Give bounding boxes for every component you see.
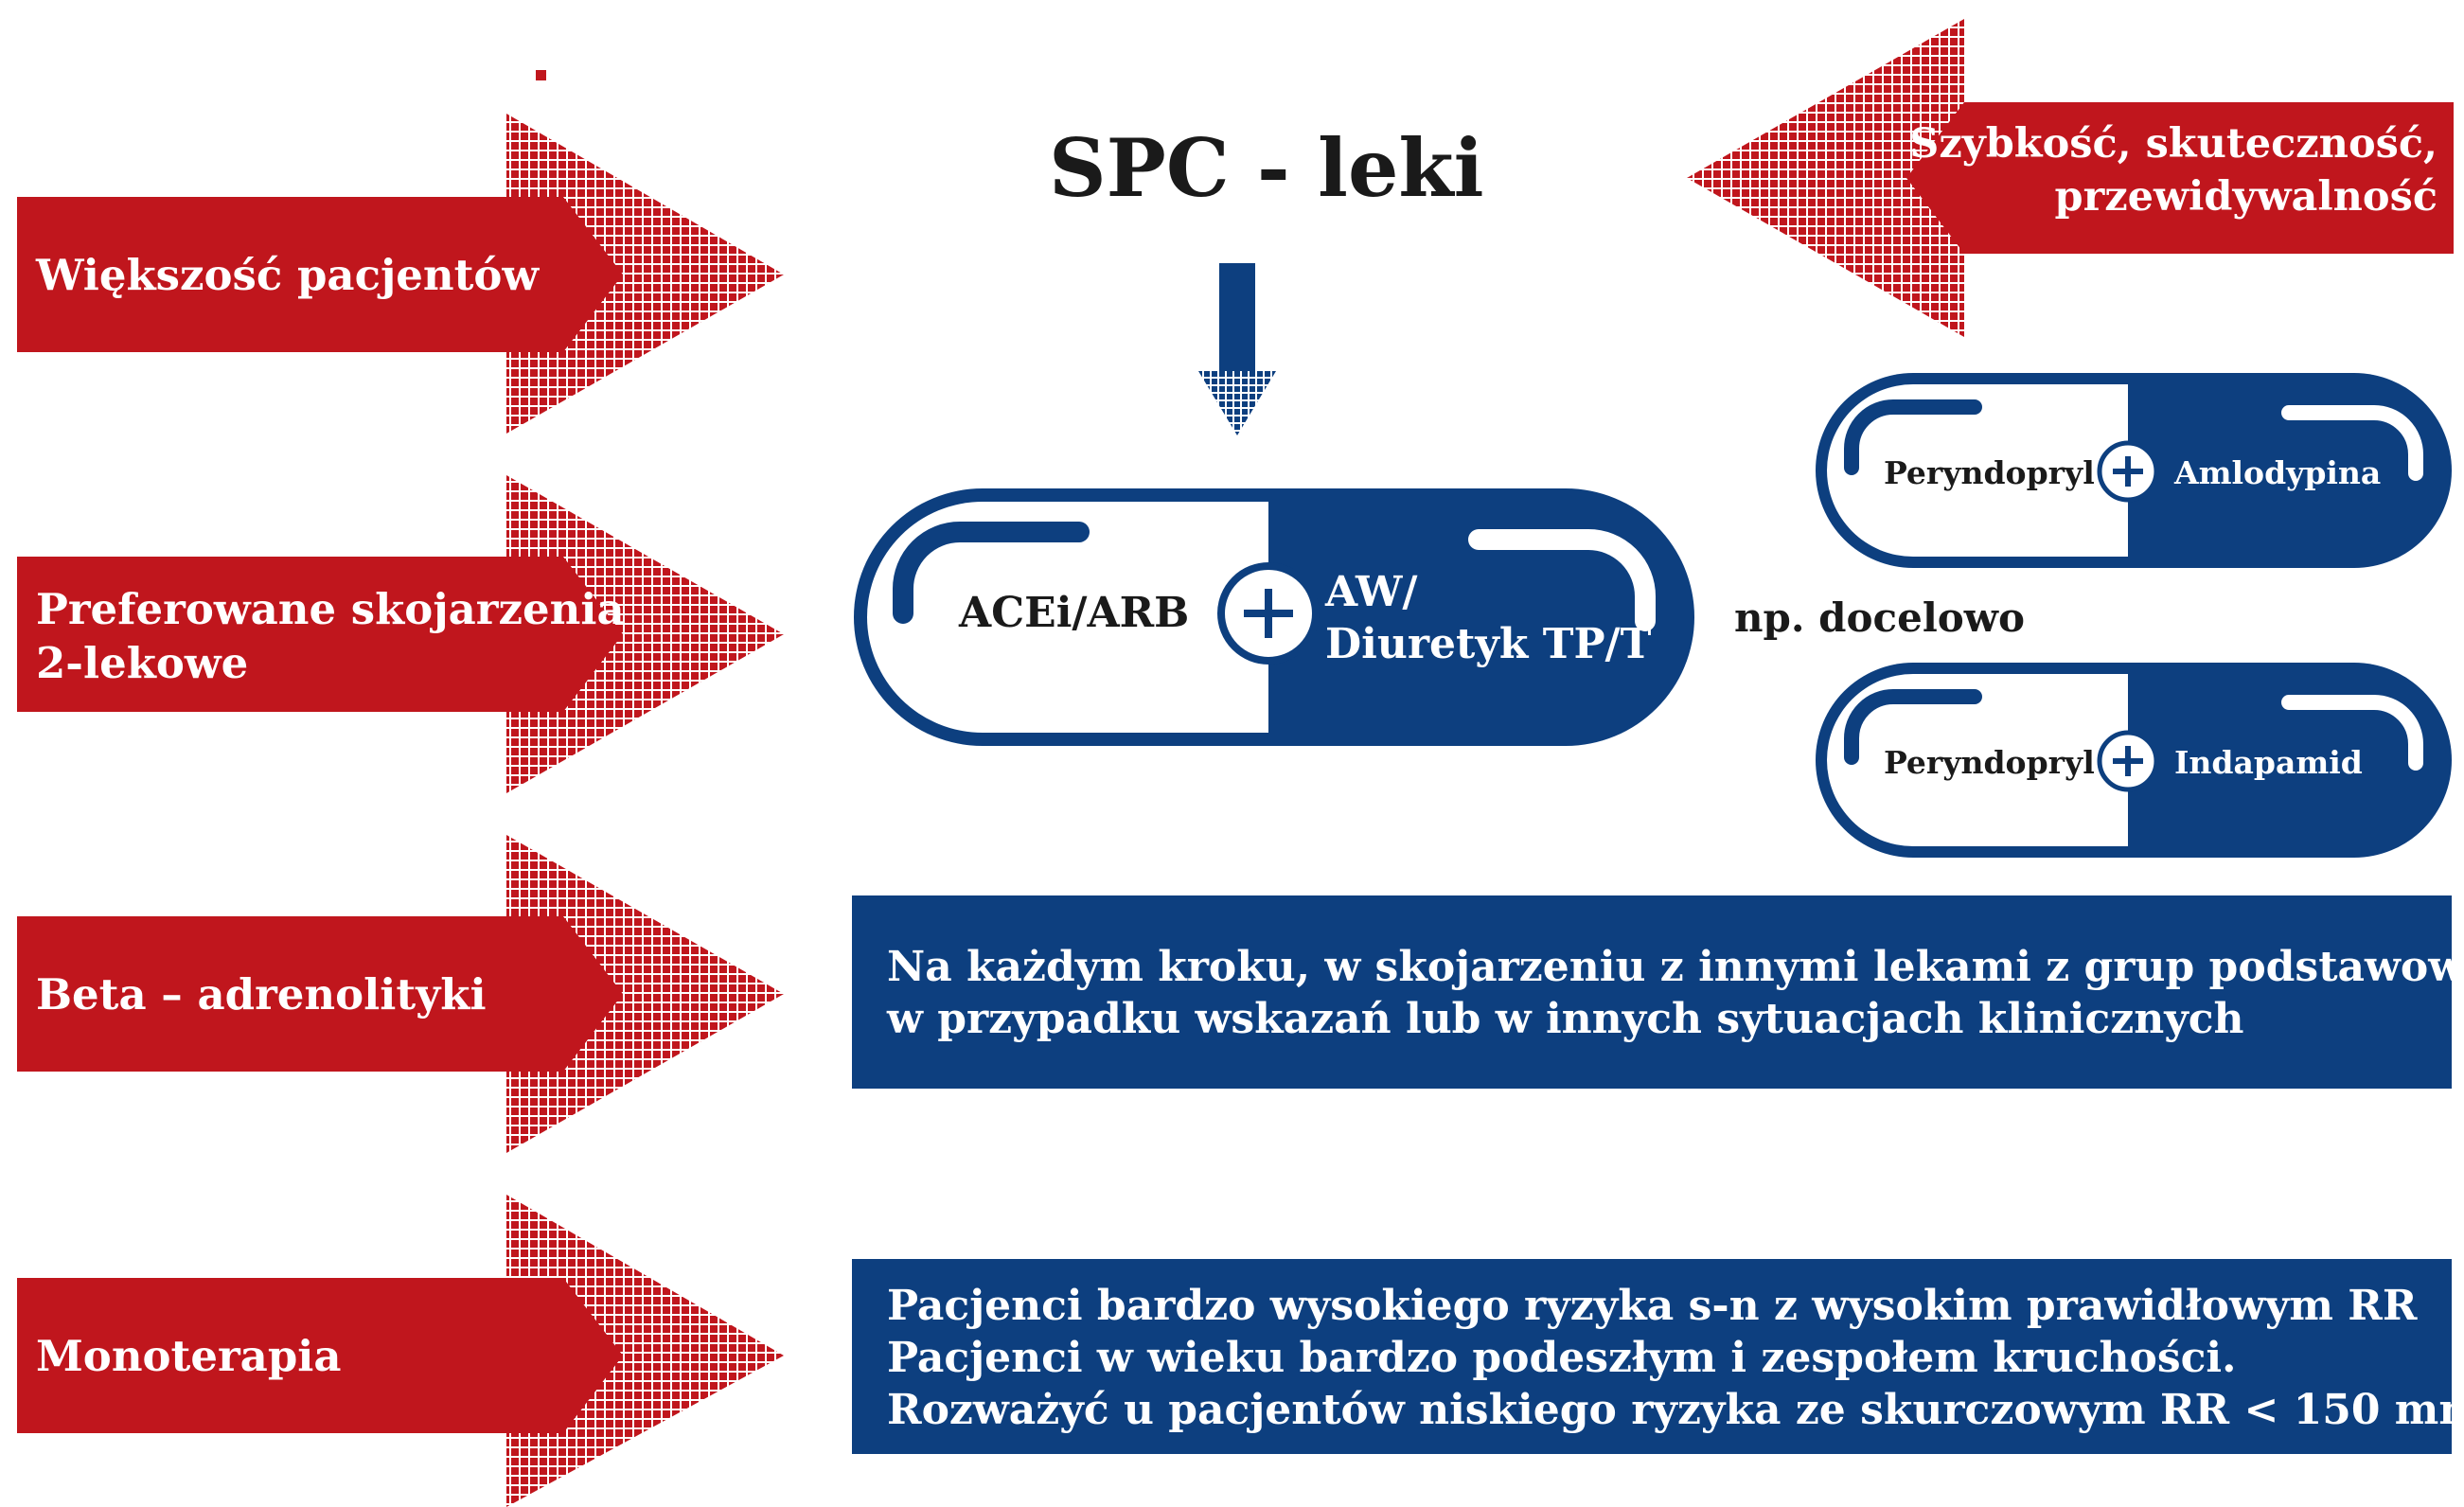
left-arrow-1 — [17, 114, 784, 434]
main-pill — [854, 488, 1694, 746]
info-box-1-bg — [852, 895, 2452, 1089]
main-pill-left-text: ACEi/ARB — [959, 589, 1190, 637]
page-title: SPC - leki — [1049, 121, 1484, 215]
accent-dot — [536, 70, 546, 80]
left-arrow-2-label: Preferowane skojarzenia 2-lekowe — [36, 582, 625, 690]
info-box-1-line-1: Na każdym kroku, w skojarzeniu z innymi … — [887, 943, 2464, 991]
top-right-arrow-line-1: Szybkość, skuteczność, — [1909, 120, 2437, 168]
left-arrow-2-line-1: Preferowane skojarzenia — [36, 584, 625, 634]
small-pill-2-right-text: Indapamid — [2174, 744, 2363, 781]
top-right-arrow-line-2: przewidywalność — [2054, 173, 2437, 221]
left-arrow-2-line-2: 2-lekowe — [36, 638, 249, 688]
info-box-2-line-2: Pacjenci w wieku bardzo podeszłym i zesp… — [887, 1334, 2237, 1382]
down-arrow — [1198, 263, 1276, 435]
left-arrow-4-line-1: Monoterapia — [36, 1331, 342, 1381]
left-arrow-1-label: Większość pacjentów — [36, 248, 539, 302]
small-pill-1-right-text: Amlodypina — [2174, 454, 2382, 491]
info-box-1-line-2: w przypadku wskazań lub w innych sytuacj… — [887, 995, 2244, 1043]
main-pill-right-text: AW/ Diuretyk TP/T — [1325, 566, 1651, 670]
small-pill-2 — [1816, 663, 2452, 858]
info-box-1: Na każdym kroku, w skojarzeniu z innymi … — [887, 941, 2464, 1045]
example-label: np. docelowo — [1734, 594, 2025, 641]
left-arrow-1-line-1: Większość pacjentów — [36, 250, 540, 300]
top-right-arrow — [1687, 19, 2454, 337]
left-arrow-4-label: Monoterapia — [36, 1329, 342, 1383]
info-box-2-line-3: Rozważyć u pacjentów niskiego ryzyka ze … — [887, 1386, 2464, 1434]
main-pill-right-line-1: AW/ — [1325, 568, 1418, 616]
info-box-2-bg — [852, 1259, 2452, 1454]
top-right-arrow-label: Szybkość, skuteczność, przewidywalność — [1909, 117, 2437, 223]
small-pill-2-left-text: Peryndopryl — [1884, 744, 2095, 781]
left-arrow-4 — [17, 1195, 784, 1507]
left-arrow-2 — [17, 475, 784, 793]
info-box-2: Pacjenci bardzo wysokiego ryzyka s-n z w… — [887, 1280, 2464, 1436]
left-arrow-3 — [17, 835, 784, 1153]
left-arrow-3-line-1: Beta – adrenolityki — [36, 969, 487, 1019]
main-pill-right-line-2: Diuretyk TP/T — [1325, 620, 1652, 668]
info-box-2-line-1: Pacjenci bardzo wysokiego ryzyka s-n z w… — [887, 1282, 2418, 1330]
small-pill-1-left-text: Peryndopryl — [1884, 454, 2095, 491]
left-arrow-3-label: Beta – adrenolityki — [36, 967, 487, 1021]
small-pill-1 — [1816, 373, 2452, 568]
